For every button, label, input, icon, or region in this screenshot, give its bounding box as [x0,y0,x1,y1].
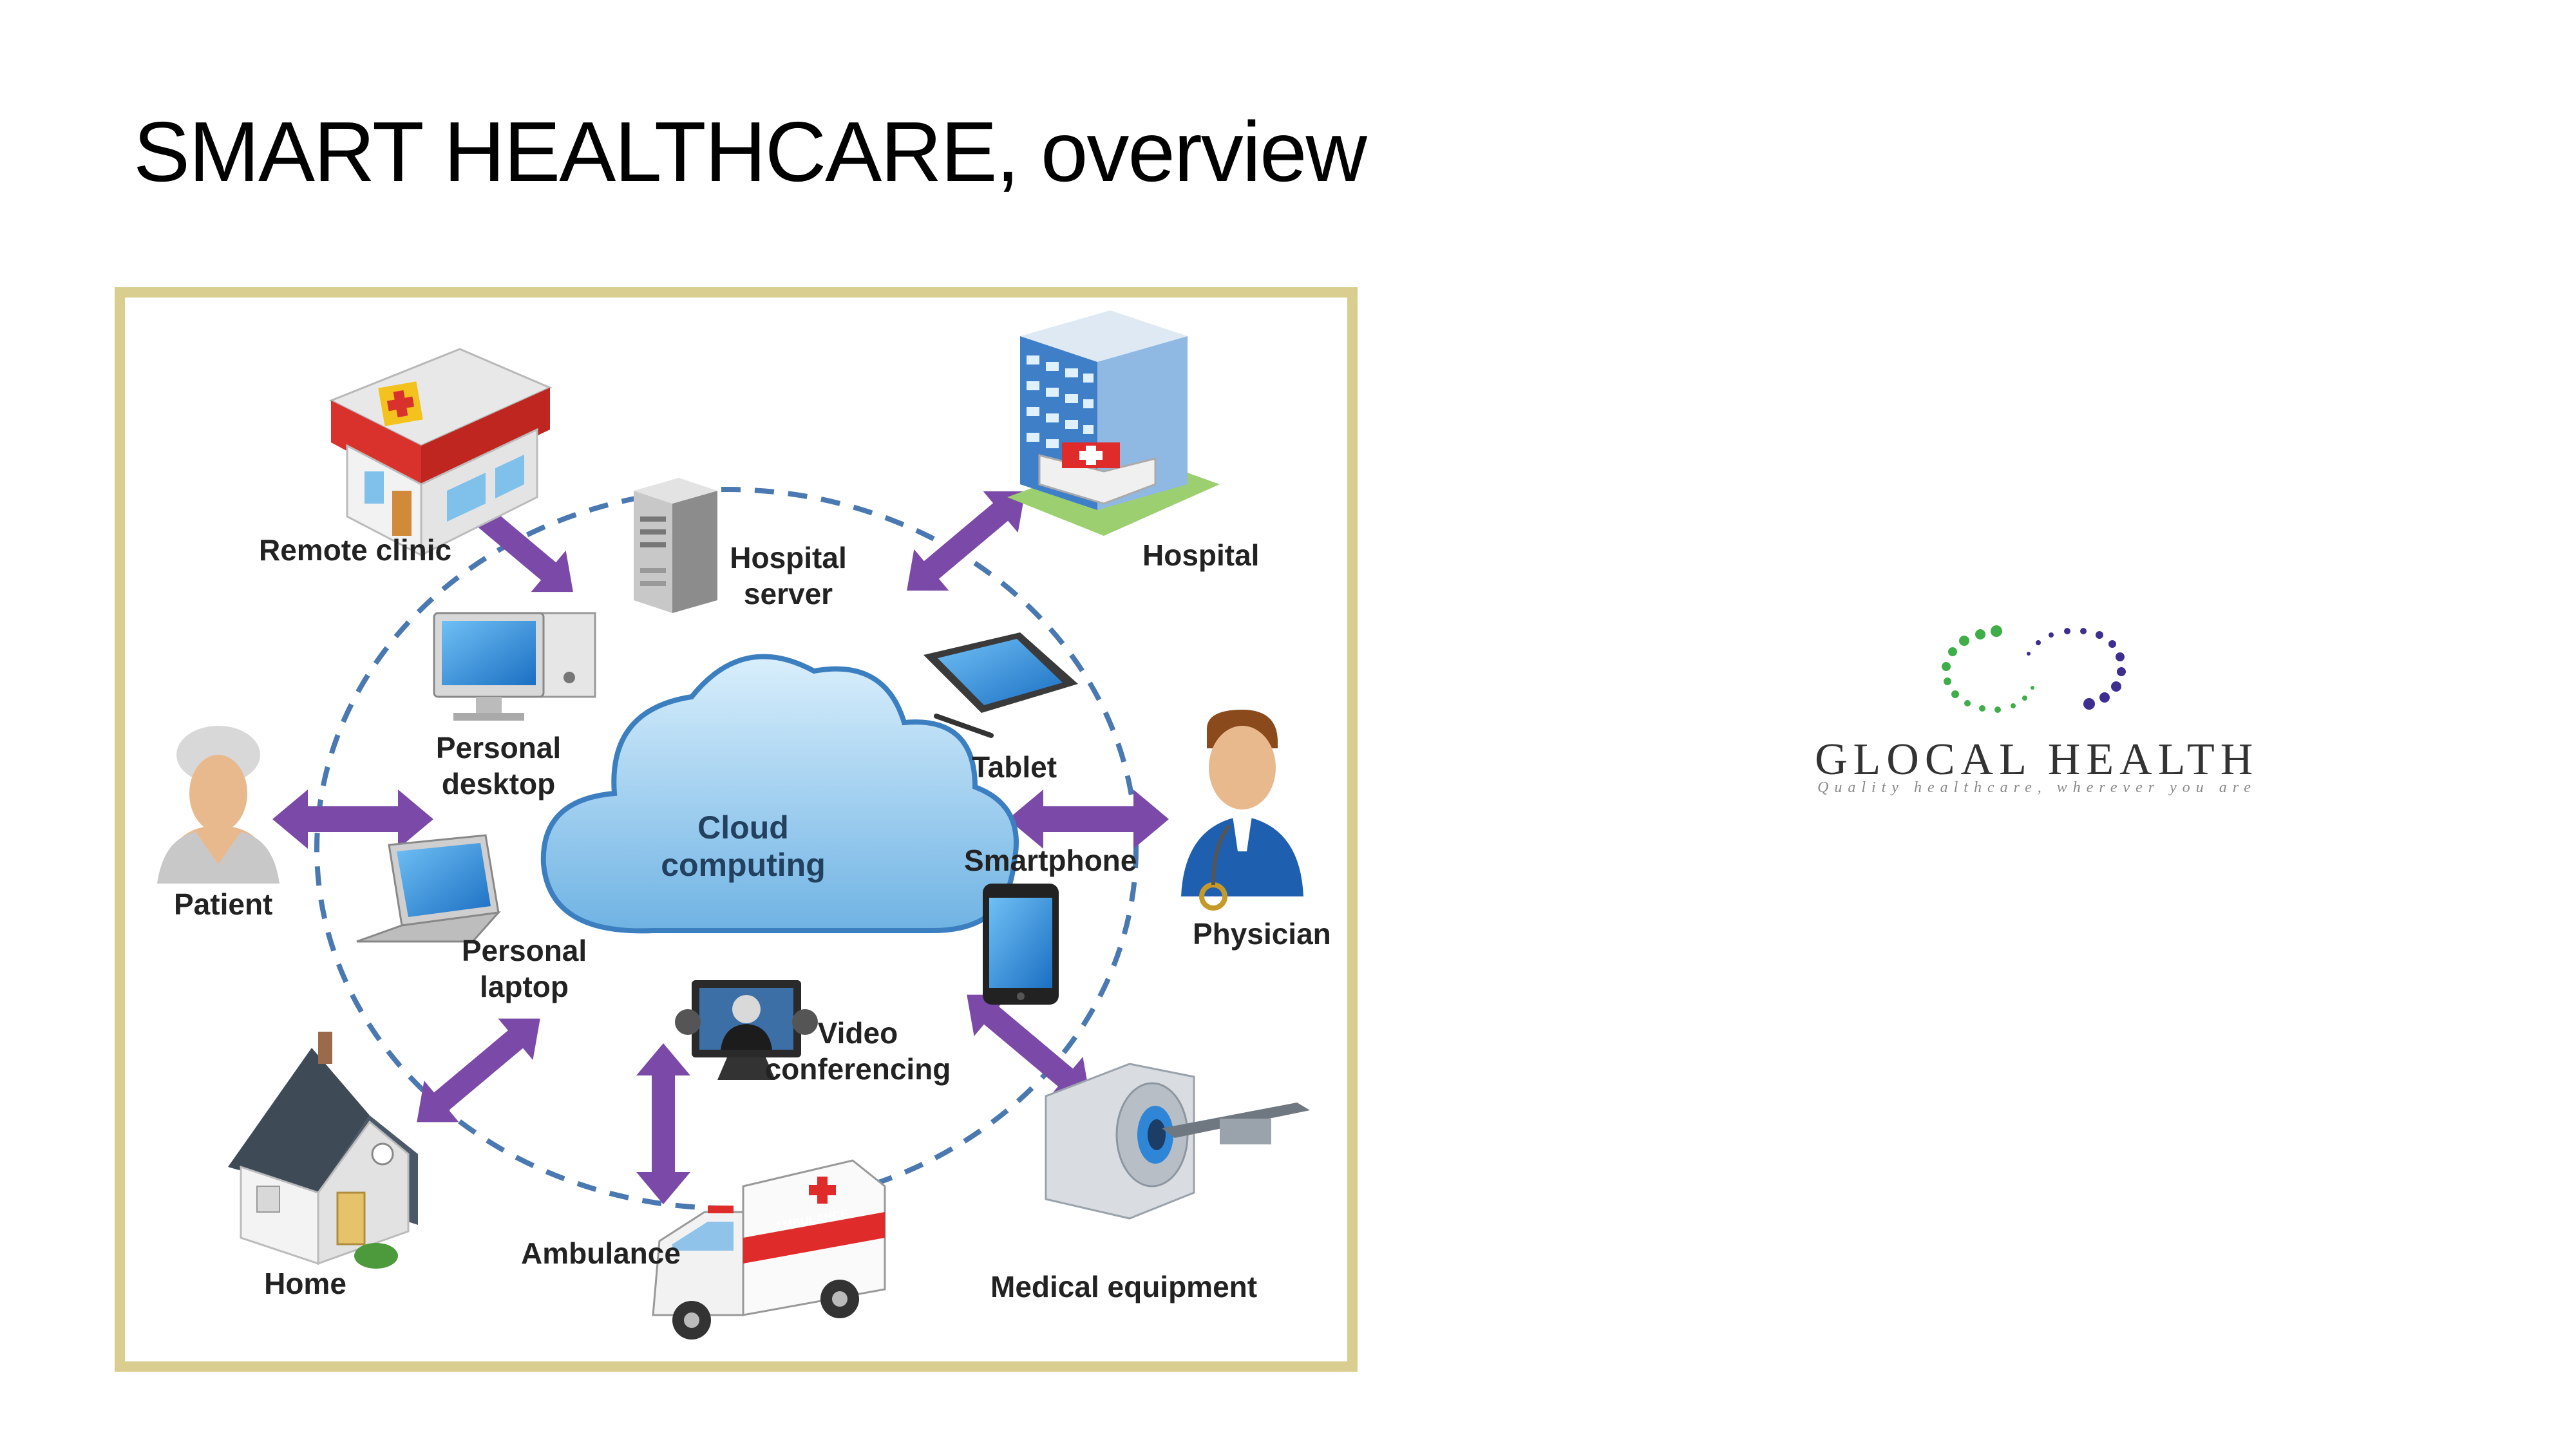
laptop-icon [356,834,501,943]
logo-tagline: Quality healthcare, wherever you are [1817,779,2257,796]
medical-equipment-icon [1045,1063,1310,1220]
glocal-health-logo-icon [1942,625,2126,713]
physician-label: Physician [1193,917,1331,951]
personal-desktop-label-line1: Personal [436,731,561,764]
hospital-icon [1007,310,1220,536]
patient-icon [157,726,279,884]
smart-healthcare-diagram: Cloud computing Remote clinic [115,287,1358,1372]
slide-title: SMART HEALTHCARE, overview [133,104,1367,199]
server-icon [634,478,717,613]
arrow-patient [272,790,433,849]
personal-laptop-label-line2: laptop [480,970,569,1003]
smartphone-label: Smartphone [964,844,1137,877]
cloud-label-line1: Cloud [697,810,789,846]
tablet-icon [923,632,1078,738]
remote-clinic-label: Remote clinic [259,533,451,567]
logo-dots-purple [2027,628,2126,710]
smartphone-icon [983,884,1059,1005]
medical-equipment-label: Medical equipment [990,1270,1257,1303]
ambulance-label: Ambulance [521,1236,681,1270]
desktop-computer-icon [433,612,596,721]
video-conferencing-label-line2: conferencing [765,1052,951,1086]
video-conferencing-label-line1: Video [818,1016,898,1050]
cloud-icon [540,654,1019,934]
physician-icon [1181,710,1303,911]
arrow-ambulance [636,1043,690,1204]
personal-desktop-label-line2: desktop [442,767,555,800]
logo-name: GLOCAL HEALTH [1815,735,2259,784]
hospital-server-label-line1: Hospital [730,541,846,574]
arrow-home [417,1018,540,1122]
cloud-label-line2: computing [661,847,826,883]
arrow-medical-equipment [967,994,1090,1099]
remote-clinic-icon [328,348,553,557]
home-icon [228,1032,418,1269]
tablet-label: Tablet [972,750,1057,784]
arrow-hospital [907,491,1025,591]
home-label: Home [264,1267,346,1300]
hospital-server-label-line2: server [744,577,833,611]
arrow-physician [1008,790,1169,849]
video-conferencing-icon [675,980,818,1080]
ambulance-icon: AMBULANCE [652,1159,886,1340]
hospital-label: Hospital [1142,538,1259,572]
logo-dots-green [1942,625,2034,713]
patient-label: Patient [174,887,272,921]
personal-laptop-label-line1: Personal [462,934,587,967]
